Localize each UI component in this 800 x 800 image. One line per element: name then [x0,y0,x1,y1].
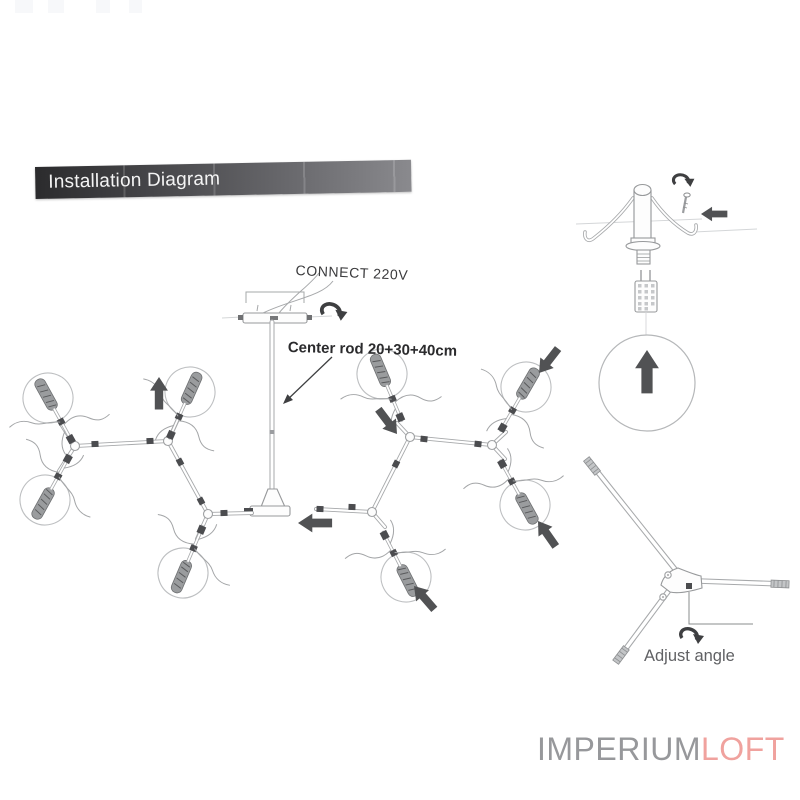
bulb-branch [129,499,252,617]
socket-grid [638,284,655,311]
adjust-angle-label: Adjust angle [644,647,735,665]
ceiling-mount-detail [575,183,758,335]
insert-bulb-detail [598,334,696,432]
up-arrow-icon [635,350,659,394]
bulb-branch [120,347,244,466]
bulb-branch [0,352,119,474]
left-arrow-icon [298,513,333,533]
brand-logo: IMPERIUMLOFT [537,731,785,768]
scan-artifact [129,0,142,13]
adjust-angle-detail [583,456,790,665]
scan-artifact [48,0,64,13]
rotate-arrow-icon [319,302,350,323]
ceiling-canopy [221,272,334,324]
center-rod [244,319,291,517]
rotate-arrow-icon [679,626,706,646]
wire [278,272,320,314]
wire [262,280,334,314]
chandelier-frame [57,415,508,541]
leader-line [688,592,753,625]
bulb-branch-detached [454,429,581,551]
screw [681,192,691,214]
scan-artifact [96,0,110,13]
center-rod-pointer [283,356,333,404]
logo-text-loft: LOFT [701,731,785,767]
bulb-branch-detached [336,501,462,622]
left-arrow-icon [701,206,728,222]
rotate-arrow-icon [671,170,698,192]
scan-artifact [15,0,33,13]
logo-text-imperium: IMPERIUM [537,731,701,767]
